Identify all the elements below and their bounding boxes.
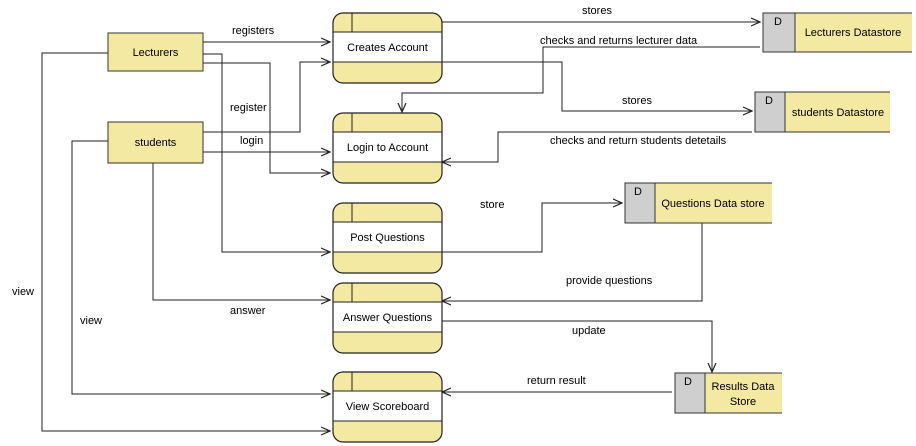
label-register: register [230,102,267,114]
flow-students-view [71,140,330,394]
datastore-questions-label: Questions Data store [661,198,764,210]
label-update: update [572,325,606,337]
flow-lecturers-login [203,62,330,173]
datastore-results-label-line2: Store [730,396,756,408]
process-answer-questions-label: Answer Questions [343,312,433,324]
label-login: login [240,135,263,147]
process-post-questions[interactable]: Post Questions [332,202,443,274]
flow-lecturers-view [41,52,330,431]
flow-provide-questions [442,223,703,301]
process-create-account-label: Creates Account [347,42,428,54]
flows [41,22,760,431]
label-return-result: return result [527,375,586,387]
label-checks-lecturer: checks and returns lecturer data [540,35,698,47]
entity-lecturers[interactable]: Lecturers [107,32,204,72]
label-view-lecturers: view [12,286,34,298]
datastore-results-label-line1: Results Data [712,381,776,393]
datastore-results-id: D [684,376,692,388]
flow-students-register [203,62,330,133]
process-answer-questions[interactable]: Answer Questions [332,282,443,354]
datastore-students[interactable]: D students Datastore [754,91,890,133]
flow-lecturers-post [203,53,330,252]
flow-store-questions [442,203,622,253]
flow-students-answer [152,163,330,300]
label-store-questions: store [480,199,504,211]
entity-students[interactable]: students [107,121,204,164]
label-registers: registers [232,25,275,37]
datastore-lecturers[interactable]: D Lecturers Datastore [762,12,912,53]
process-login-label: Login to Account [347,142,428,154]
process-view-scoreboard-label: View Scoreboard [346,401,430,413]
flow-stores-students [442,61,752,111]
flow-update [442,320,712,372]
datastore-lecturers-label: Lecturers Datastore [805,27,902,39]
entity-students-label: students [135,137,177,149]
datastore-lecturers-id: D [774,16,782,28]
label-checks-students: checks and return students detetails [550,135,727,147]
label-answer: answer [230,305,266,317]
label-view-students: view [80,315,102,327]
process-login[interactable]: Login to Account [332,112,443,184]
flow-checks-lecturer [402,46,760,112]
flow-labels: registers register login stores checks a… [12,5,727,387]
process-view-scoreboard[interactable]: View Scoreboard [332,371,443,443]
datastore-students-label: students Datastore [792,107,884,119]
label-provide-questions: provide questions [566,275,653,287]
label-stores-lecturers: stores [582,5,612,17]
flow-checks-students [442,131,752,162]
datastore-students-id: D [765,95,773,107]
process-create-account[interactable]: Creates Account [332,12,443,84]
process-post-questions-label: Post Questions [350,232,425,244]
datastore-questions-id: D [634,186,642,198]
label-stores-students: stores [622,95,652,107]
datastore-questions[interactable]: D Questions Data store [624,182,772,224]
entity-lecturers-label: Lecturers [133,47,179,59]
datastore-results[interactable]: D Results Data Store [674,372,782,414]
